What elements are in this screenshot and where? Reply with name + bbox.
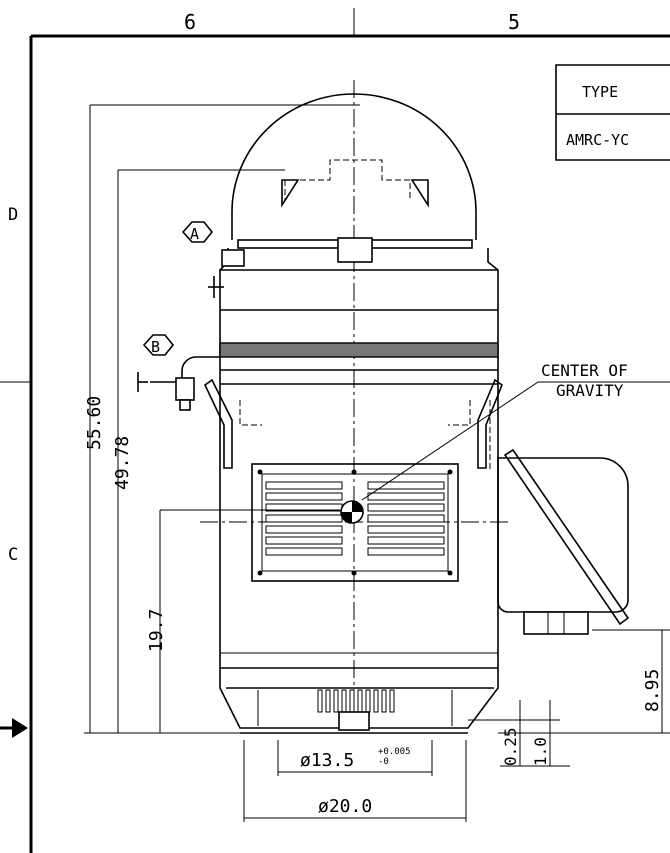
motor-dome-cap [231, 93, 477, 263]
vent-louvers-left [265, 481, 343, 556]
dim-conduit-height: 8.95 [642, 669, 663, 712]
motor-housing [219, 248, 499, 669]
base-ribs [317, 689, 395, 713]
cog-leader [361, 381, 539, 501]
dimension-base-diameter [243, 740, 467, 822]
fitting-a [181, 221, 245, 298]
lifting-lugs [203, 378, 503, 469]
motor-base [219, 668, 499, 734]
dimension-conduit-height [498, 629, 670, 734]
title-block [555, 64, 670, 161]
dim-base-dia: ø20.0 [318, 796, 372, 817]
center-lines [200, 80, 510, 700]
dimension-cog-height [159, 509, 340, 733]
dim-pilot-tol-minus: -0 [378, 757, 389, 767]
conduit-box [489, 400, 630, 635]
dim-body-height: 49.78 [112, 436, 133, 490]
dim-pilot-tol-plus: +0.005 [378, 747, 411, 757]
center-of-gravity-symbol [340, 500, 364, 524]
datum-arrow [0, 718, 28, 738]
zone-col-5: 5 [508, 10, 520, 34]
dim-base-offset: 0.25 [501, 727, 520, 766]
zone-row-c: C [8, 545, 18, 565]
dim-pilot-dia: ø13.5 [300, 750, 354, 771]
vent-panel [251, 463, 459, 582]
cog-label-line2: GRAVITY [556, 381, 624, 400]
dimension-body-height [117, 169, 285, 733]
dim-cog-height: 19.7 [146, 609, 167, 652]
fitting-b [137, 334, 220, 411]
dimension-base-offsets [468, 700, 570, 767]
zone-col-6: 6 [184, 10, 196, 34]
type-value: AMRC-YC [566, 131, 629, 149]
zone-row-d: D [8, 205, 18, 225]
dim-overall-height: 55.60 [84, 396, 105, 450]
callout-a-label: A [190, 225, 199, 243]
dimension-overall-height [84, 104, 360, 734]
vent-louvers-right [367, 481, 445, 556]
dimension-pilot-diameter [277, 740, 433, 776]
dim-base-thickness: 1.0 [531, 737, 550, 766]
cog-label-line1: CENTER OF [541, 361, 628, 380]
drawing-frame [0, 8, 670, 853]
callout-b-label: B [151, 338, 160, 356]
type-label: TYPE [582, 83, 618, 101]
